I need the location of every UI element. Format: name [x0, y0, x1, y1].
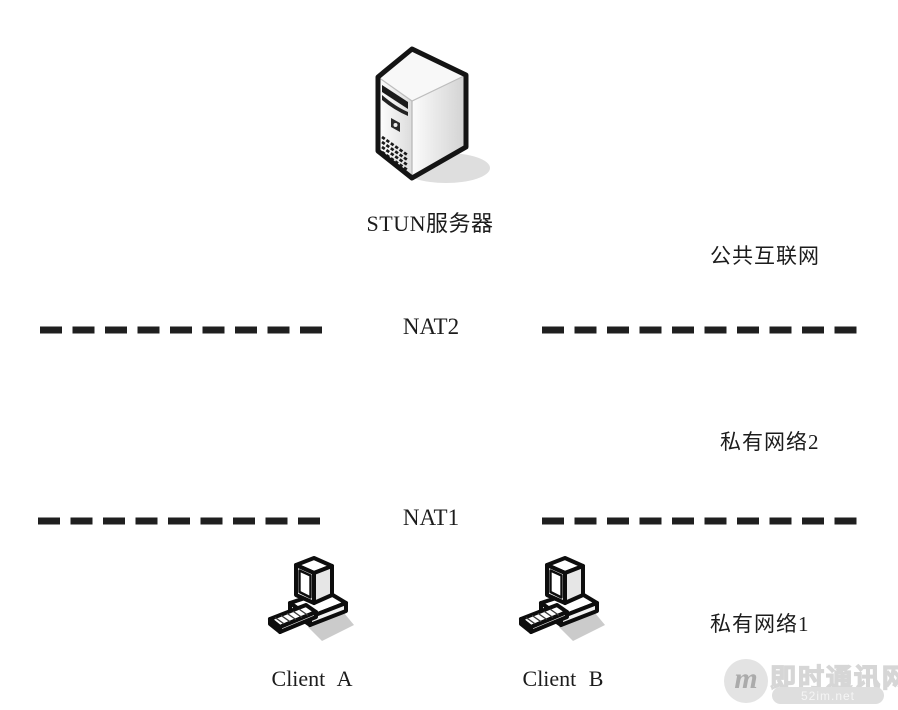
nat1-boundary-line-left	[38, 517, 320, 525]
nat2-boundary-line-left	[40, 326, 322, 334]
watermark: m 即时通讯网 52im.net	[720, 656, 898, 710]
watermark-url-badge: 52im.net	[772, 687, 884, 704]
stun-server-icon	[375, 46, 490, 183]
client-a-label: Client A	[271, 666, 353, 691]
client-b-computer-icon	[513, 553, 613, 653]
watermark-site-url: 52im.net	[800, 688, 856, 703]
client-b-label: Client B	[522, 666, 604, 691]
nat2-boundary-line-right	[542, 326, 857, 334]
private-network1-label: 私有网络1	[710, 612, 810, 636]
public-internet-label: 公共互联网	[710, 244, 820, 268]
nat2-label: NAT2	[402, 314, 460, 339]
stun-server-label: STUN服务器	[366, 211, 494, 236]
nat1-label: NAT1	[402, 505, 460, 530]
client-a-computer-icon	[262, 553, 362, 653]
watermark-logo-icon: m	[724, 659, 768, 703]
watermark-logo-letter: m	[734, 662, 758, 695]
nat1-boundary-line-right	[542, 517, 857, 525]
private-network2-label: 私有网络2	[720, 430, 820, 454]
